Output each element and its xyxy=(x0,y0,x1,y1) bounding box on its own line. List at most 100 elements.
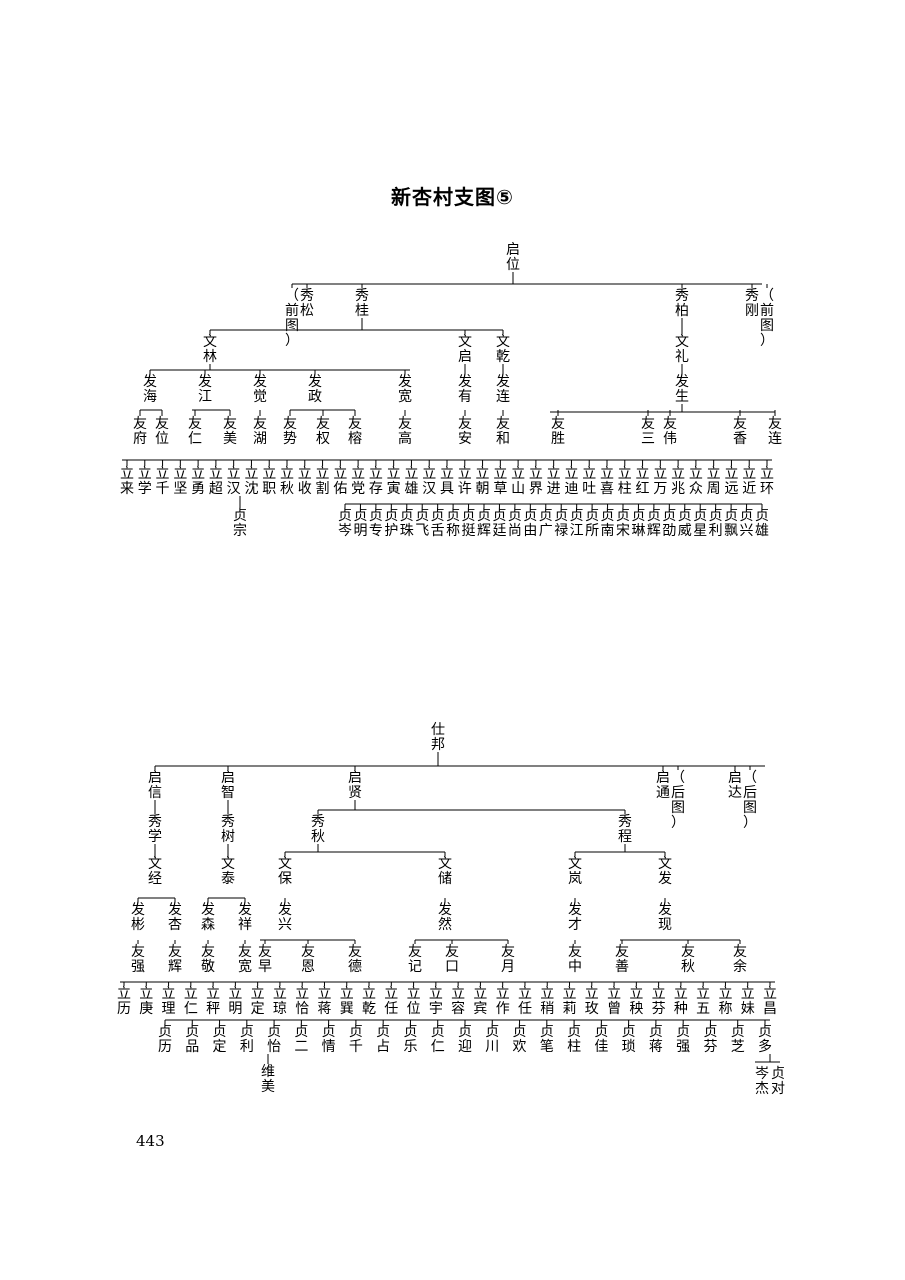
gen5-name: 众 xyxy=(689,481,703,497)
gen6-name: 广 xyxy=(539,523,553,539)
gen5-name: 友 xyxy=(301,944,315,960)
gen1-name: 柏 xyxy=(675,303,689,319)
gen5-name: 立 xyxy=(120,466,134,482)
gen5-name: 中 xyxy=(568,959,582,975)
gen3-name: 文 xyxy=(658,856,672,872)
gen6-name: 明 xyxy=(353,523,367,539)
gen6-name: 立 xyxy=(317,986,331,1002)
gen1-name: 后 xyxy=(743,785,757,801)
gen7-name: 贞 xyxy=(540,1023,554,1040)
gen5-name: 立 xyxy=(316,466,330,482)
gen6-name: 贞 xyxy=(631,507,645,524)
gen5-name: 寅 xyxy=(387,480,401,497)
gen6-name: 星 xyxy=(693,523,707,539)
gen6-name: 庚 xyxy=(139,1001,153,1017)
gen7-name: 贞 xyxy=(158,1023,172,1040)
gen2-name: 文 xyxy=(675,334,689,350)
gen5-name: 立 xyxy=(440,466,454,482)
gen3-name: 岚 xyxy=(568,871,582,887)
gen5-name: 柱 xyxy=(618,481,632,497)
gen6-name: 立 xyxy=(451,986,465,1002)
gen5-name: 友 xyxy=(131,944,145,960)
gen4-name: 友 xyxy=(253,416,267,432)
gen7-name: 定 xyxy=(213,1039,227,1055)
gen7-name: 琐 xyxy=(622,1038,636,1055)
gen5-name: 友 xyxy=(201,944,215,960)
gen7-name: 强 xyxy=(676,1039,690,1055)
gen5-name: 口 xyxy=(445,959,459,975)
gen5-name: 立 xyxy=(227,466,241,482)
gen7-name: 贞 xyxy=(267,1023,281,1040)
gen5-name: 党 xyxy=(351,481,365,497)
gen4-name: 森 xyxy=(201,917,215,933)
gen6-name: 立 xyxy=(696,986,710,1002)
gen6-name: 立 xyxy=(206,986,220,1002)
gen1-name: 图 xyxy=(671,800,685,816)
gen6-name: 理 xyxy=(162,1001,176,1017)
gen1-name: 通 xyxy=(656,785,670,801)
gen5-name: 友 xyxy=(445,944,459,960)
gen5-name: 立 xyxy=(476,466,490,482)
gen6-name: 飞 xyxy=(415,523,429,539)
gen4-name: 发 xyxy=(278,902,292,918)
gen6-name: 称 xyxy=(718,1001,732,1017)
gen5-name: 立 xyxy=(458,466,472,482)
gen5-name: 喜 xyxy=(600,481,614,497)
gen3-name: 宽 xyxy=(398,388,412,405)
gen5-name: 友 xyxy=(168,944,182,960)
gen4-name: 友 xyxy=(663,416,677,432)
gen4-name: 友 xyxy=(641,416,655,432)
gen4-name: 友 xyxy=(283,416,297,432)
gen6-name: 兴 xyxy=(740,523,754,539)
gen5-name: 汉 xyxy=(227,481,241,497)
gen6-name: 贞 xyxy=(740,507,754,524)
gen7-name: 贞 xyxy=(513,1023,527,1040)
gen6-name: 位 xyxy=(407,1001,421,1017)
gen6-name: 贞 xyxy=(233,507,247,524)
gen6-name: 贞 xyxy=(446,507,460,524)
gen6-name: 舌 xyxy=(431,523,445,539)
gen6-name: 贞 xyxy=(647,507,661,524)
gen7-name: 柱 xyxy=(567,1039,581,1055)
gen1-name: 秀 xyxy=(675,288,689,304)
gen1-name: 图 xyxy=(743,800,757,816)
gen6-name: 贞 xyxy=(353,507,367,524)
gen6-name: 立 xyxy=(251,986,265,1002)
gen6-name: 乾 xyxy=(362,1001,376,1017)
gen5-name: 立 xyxy=(244,466,258,482)
gen1-name: 刚 xyxy=(745,303,759,319)
tree-root: 仕 xyxy=(431,722,445,738)
gen5-name: 友 xyxy=(568,944,582,960)
gen6-name: 护 xyxy=(384,523,398,539)
gen3-name: 文 xyxy=(438,856,452,872)
gen5-name: 立 xyxy=(564,466,578,482)
gen3-name: 泰 xyxy=(221,871,235,887)
gen6-name: 立 xyxy=(340,986,354,1002)
gen6-name: 种 xyxy=(674,1001,688,1017)
gen4-name: 发 xyxy=(568,902,582,918)
gen6-name: 立 xyxy=(473,986,487,1002)
gen2-name: 学 xyxy=(148,829,162,845)
gen1-name: ） xyxy=(743,815,757,831)
gen5-name: 立 xyxy=(653,466,667,482)
gen6-name: 立 xyxy=(763,986,777,1002)
gen5-name: 立 xyxy=(138,466,152,482)
gen5-name: 秋 xyxy=(681,959,695,975)
gen4-name: 祥 xyxy=(238,917,252,933)
gen3-name: 发 xyxy=(675,374,689,390)
gen2-name: 文 xyxy=(203,334,217,350)
gen5-name: 职 xyxy=(262,481,276,497)
gen3-name: 觉 xyxy=(253,389,267,405)
gen5-name: 友 xyxy=(681,944,695,960)
gen7-name: 贞 xyxy=(594,1023,608,1040)
gen3-name: 文 xyxy=(221,856,235,872)
gen4-name: 友 xyxy=(348,416,362,432)
gen6-name: 立 xyxy=(228,986,242,1002)
gen6-name: 立 xyxy=(162,986,176,1002)
gen4-name: 榕 xyxy=(348,431,362,447)
gen4-name: 湖 xyxy=(253,431,267,447)
gen5-name: 许 xyxy=(458,481,472,497)
gen5-name: 千 xyxy=(156,481,170,497)
gen1-name: 前 xyxy=(760,302,774,319)
gen6-name: 妹 xyxy=(741,1001,755,1017)
